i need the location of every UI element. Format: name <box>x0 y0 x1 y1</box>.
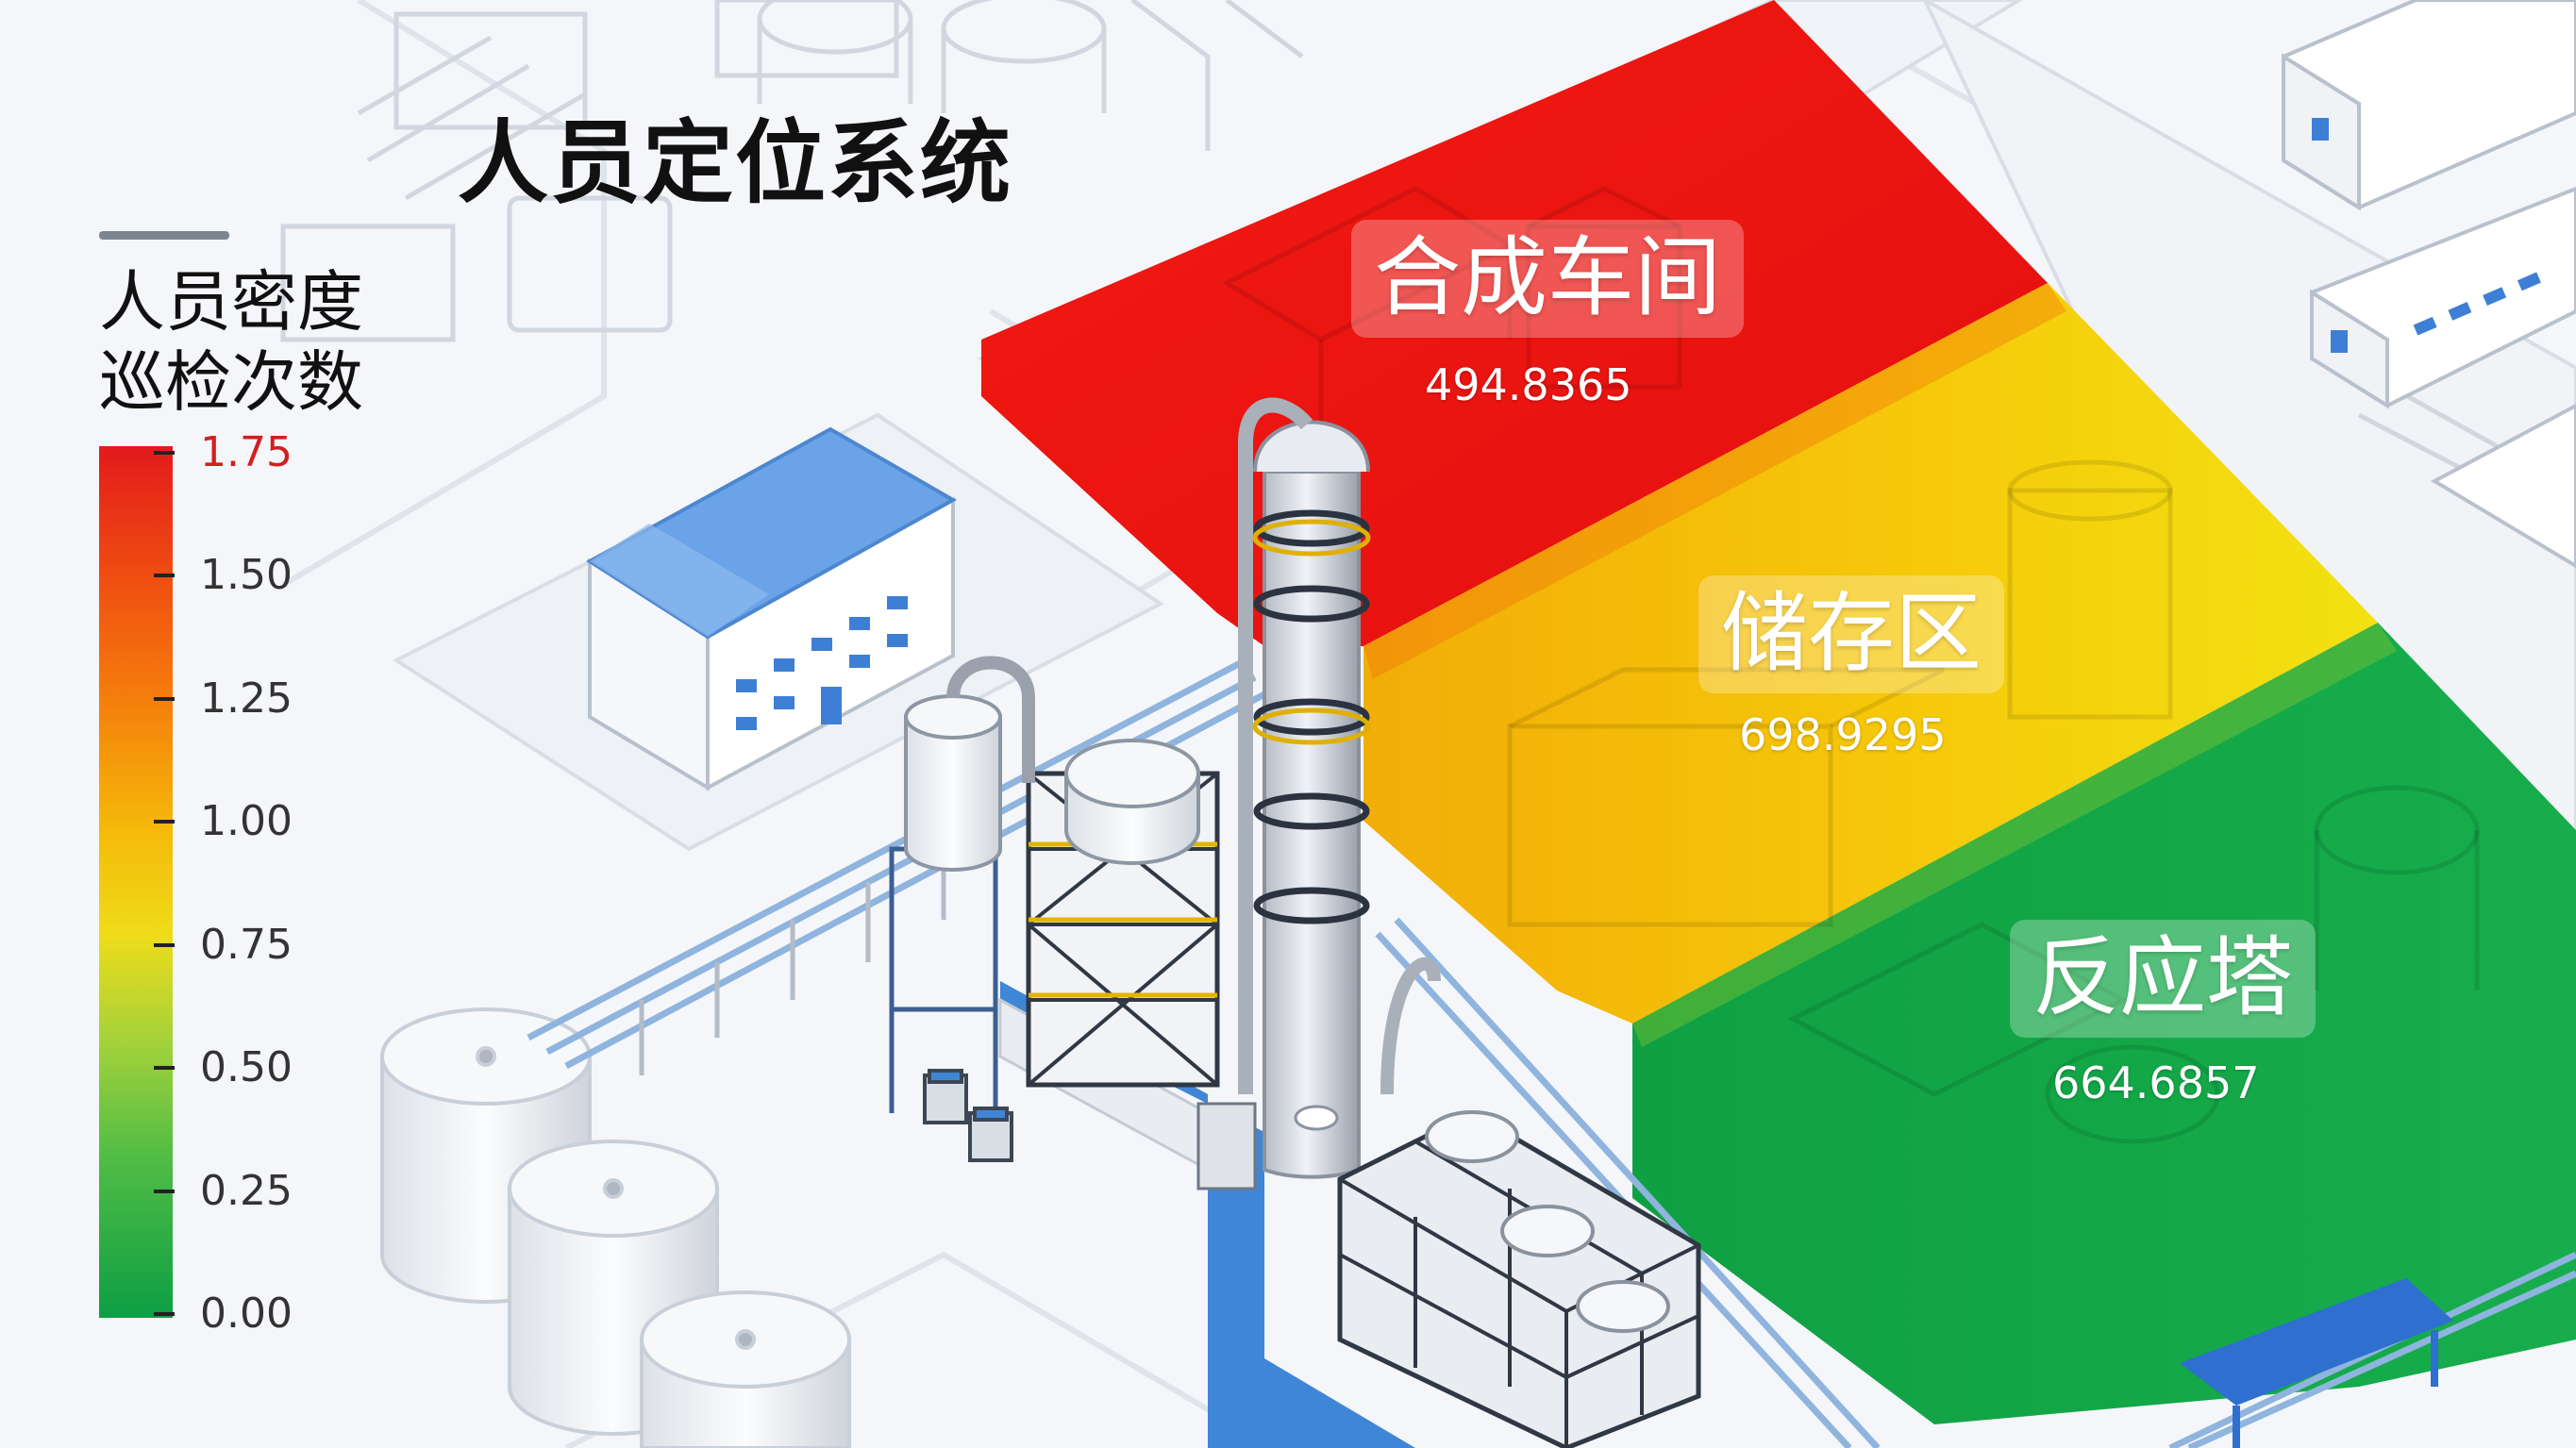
blue-canopy <box>2180 1278 2453 1448</box>
zone-label-reactor: 反应塔 <box>2010 920 2317 1038</box>
legend-tick-label: 1.25 <box>200 674 293 723</box>
zone-green-area <box>1632 623 2576 1424</box>
right-buildings <box>2282 0 2576 569</box>
legend-tick-mark <box>154 574 175 578</box>
process-frame <box>889 656 1220 1113</box>
legend-tick-label: 1.75 <box>200 428 293 476</box>
zone-yellow-area <box>1363 283 2378 1024</box>
legend-tick-mark <box>154 1312 175 1316</box>
legend-title-inspection: 巡检次数 <box>99 343 363 421</box>
zone-label-synthesis: 合成车间 <box>1351 220 1745 338</box>
page-title: 人员定位系统 <box>458 110 1012 216</box>
legend-tick-label: 0.00 <box>200 1290 293 1338</box>
legend-tick-label: 1.00 <box>200 797 293 846</box>
zone-value-synthesis: 494.8365 <box>1425 359 1632 410</box>
zone-sketch <box>1221 186 2480 1144</box>
legend-header-bar <box>99 231 229 240</box>
legend-tick-label: 0.75 <box>200 920 293 969</box>
legend-tick-label: 1.50 <box>200 551 293 600</box>
legend-color-ramp <box>99 446 173 1318</box>
zone-label-storage: 储存区 <box>1698 575 2005 693</box>
zone-value-reactor: 664.6857 <box>2052 1057 2260 1108</box>
legend-tick-mark <box>154 1066 175 1071</box>
background-sketch <box>280 0 2576 531</box>
legend-tick-mark <box>154 942 175 947</box>
legend-tick-label: 0.25 <box>200 1166 293 1215</box>
warehouse <box>586 426 958 791</box>
skid-units <box>923 1069 1013 1162</box>
storage-tanks <box>380 1007 851 1448</box>
vessel-block <box>1337 957 1701 1448</box>
zone-value-storage: 698.9295 <box>1739 709 1947 760</box>
legend-title-density: 人员密度 <box>99 263 363 341</box>
legend-tick-mark <box>154 451 175 455</box>
pipe-rack-legs <box>639 840 946 1075</box>
legend-tick-mark <box>154 696 175 701</box>
legend-tick-label: 0.50 <box>200 1043 293 1092</box>
legend-tick-mark <box>154 820 175 824</box>
distillation-column <box>1196 397 1371 1190</box>
legend-tick-mark <box>154 1189 175 1193</box>
